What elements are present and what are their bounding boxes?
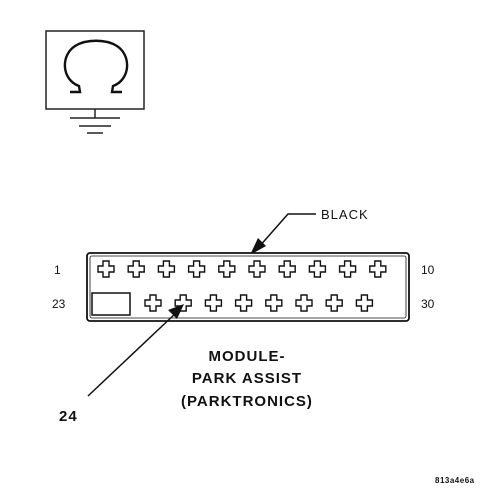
- probe-leader-arrowhead: [168, 304, 184, 319]
- bottom-row-cavity-8: [355, 294, 374, 312]
- top-row-cavity-5: [218, 260, 236, 278]
- top-row-cavity-6: [248, 260, 266, 278]
- top-row-cavity-2: [127, 260, 145, 278]
- probe-pin-label: 24: [59, 408, 78, 425]
- connector-color-label: BLACK: [321, 207, 369, 222]
- top-row-cavity-4: [187, 260, 206, 278]
- color-leader-arrowhead: [250, 238, 266, 255]
- module-label-line1: MODULE-: [209, 348, 286, 365]
- bottom-row-cavity-3: [204, 294, 223, 312]
- top-cavity-row: [97, 260, 387, 278]
- top-row-cavity-9: [338, 260, 357, 278]
- pin-end-bottom-label: 30: [421, 297, 435, 311]
- top-row-cavity-1: [97, 260, 115, 278]
- bottom-row-cavity-1: [144, 294, 162, 312]
- top-row-cavity-10: [369, 260, 387, 278]
- ohmmeter-symbol: [45, 30, 145, 134]
- bottom-row-cavity-5: [265, 294, 283, 312]
- connector-keyway-block: [91, 292, 131, 316]
- module-label-line3: (PARKTRONICS): [181, 393, 313, 410]
- pin-start-top-label: 1: [54, 263, 61, 277]
- bottom-row-cavity-7: [325, 294, 343, 312]
- color-leader-line: [257, 213, 316, 249]
- top-row-cavity-3: [157, 260, 176, 278]
- top-row-cavity-8: [308, 260, 327, 278]
- bottom-row-cavity-4: [234, 294, 253, 312]
- probe-leader-line: [87, 311, 178, 397]
- module-label-line2: PARK ASSIST: [192, 370, 302, 387]
- figure-id: 813a4e6a: [435, 476, 475, 485]
- bottom-row-cavity-2: [174, 294, 192, 312]
- bottom-row-cavity-6: [295, 294, 313, 312]
- bottom-cavity-row: [144, 294, 374, 312]
- top-row-cavity-7: [278, 260, 296, 278]
- pin-start-bottom-label: 23: [52, 297, 66, 311]
- connector-inner-outline: [89, 255, 407, 319]
- pin-end-top-label: 10: [421, 263, 435, 277]
- ohm-omega-icon: [63, 39, 129, 94]
